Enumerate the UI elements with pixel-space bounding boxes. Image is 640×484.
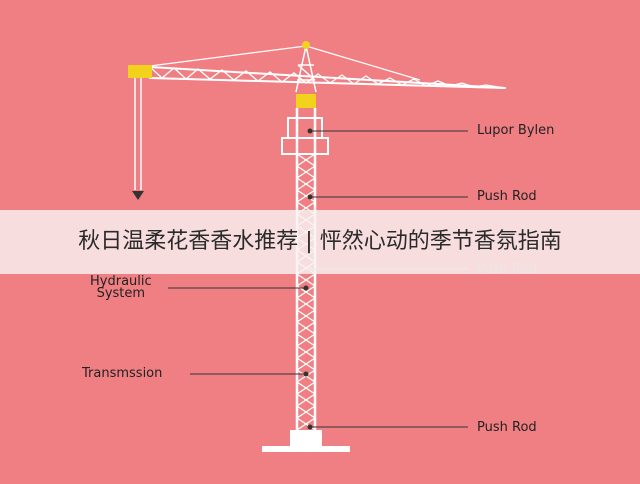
label-push-rod-bottom: Push Rod bbox=[477, 420, 537, 435]
label-lupor-bylen: Lupor Bylen bbox=[477, 123, 555, 138]
apex-light bbox=[302, 41, 310, 49]
slewing-unit bbox=[296, 94, 316, 108]
cab-platform bbox=[281, 137, 329, 155]
operator-cab bbox=[287, 117, 323, 139]
tie-cables bbox=[149, 45, 421, 81]
crane-jib bbox=[149, 66, 506, 89]
label-transmission: Transmssion bbox=[82, 366, 163, 381]
tower-mast bbox=[295, 108, 317, 448]
tower-base bbox=[262, 430, 350, 452]
jib-end-block bbox=[128, 65, 152, 78]
label-hydraulic-system: Hydraulic System bbox=[90, 274, 152, 301]
label-hydraulic-line2: System bbox=[96, 286, 146, 301]
title-banner bbox=[0, 210, 640, 274]
label-push-rod-top: Push Rod bbox=[477, 189, 537, 204]
leader-lines bbox=[168, 130, 468, 428]
hoist-cable bbox=[132, 78, 144, 200]
label-hydraulic-line1: Hydraulic bbox=[90, 274, 152, 289]
banner-title: 秋日温柔花香香水推荐 | 怦然心动的季节香氛指南 bbox=[78, 229, 562, 254]
hook-block bbox=[132, 191, 144, 200]
apex-mast bbox=[295, 45, 317, 93]
